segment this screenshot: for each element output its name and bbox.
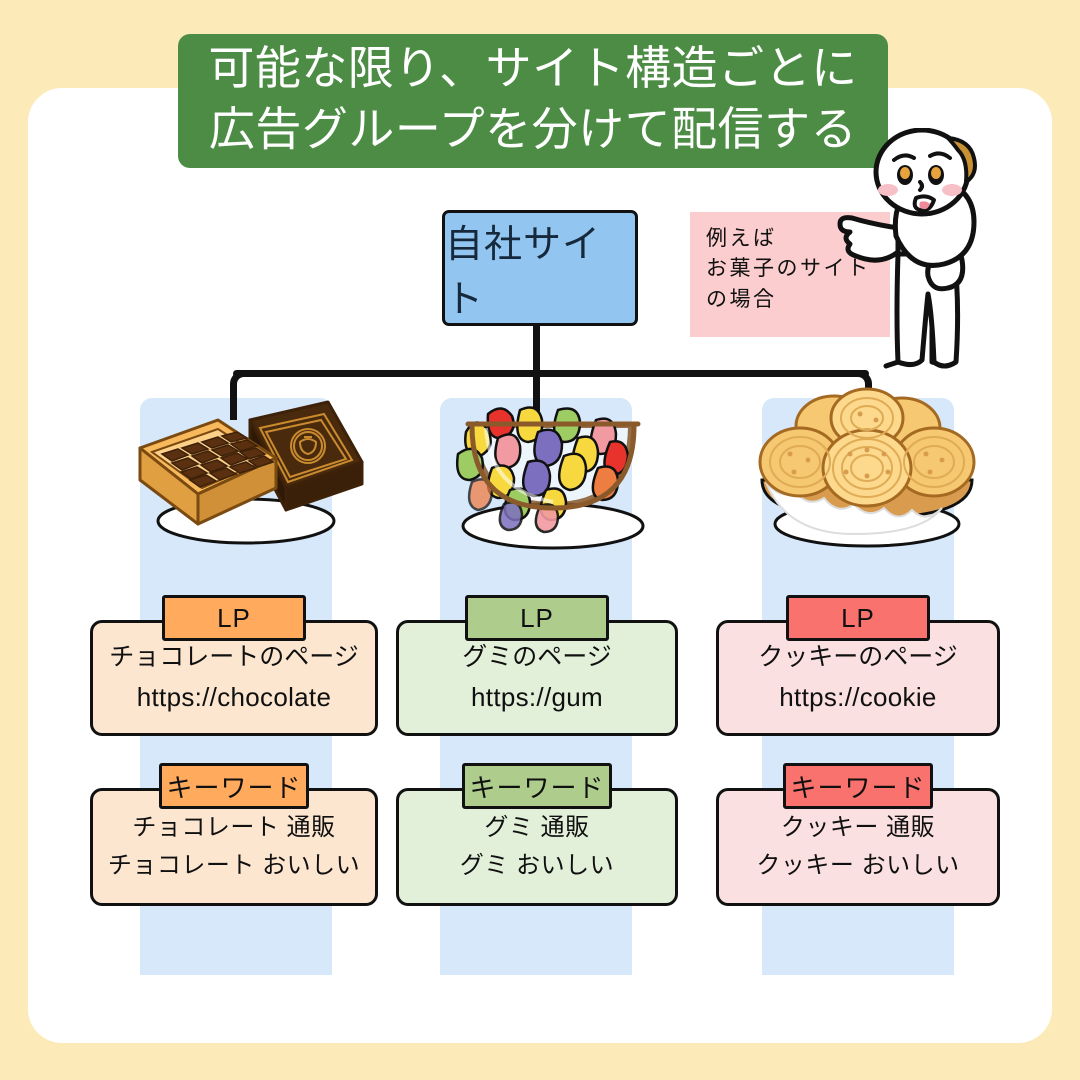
keyword-tab-label: キーワード (166, 772, 302, 803)
connector-branch-center (533, 370, 540, 418)
connector-vertical-top (533, 320, 540, 376)
title-line-1: 可能な限り、サイト構造ごとに (208, 42, 858, 95)
keyword-tab-label: キーワード (469, 772, 605, 803)
title-banner: 可能な限り、サイト構造ごとに 広告グループを分けて配信する (178, 34, 888, 168)
keyword-item: チョコレート 通販 (132, 813, 336, 841)
lp-url[interactable]: https://cookie (779, 682, 937, 713)
lp-url[interactable]: https://gum (471, 682, 603, 713)
keyword-tab-cookie: キーワード (783, 763, 933, 809)
connector-branch-left (230, 396, 237, 420)
site-root-label: 自社サイト (445, 224, 602, 321)
lp-url[interactable]: https://chocolate (136, 682, 332, 713)
connector-corner-left (230, 370, 264, 404)
lp-tab-label: LP (520, 602, 554, 633)
callout-line-1: 例えば (706, 227, 777, 250)
keyword-tab-chocolate: キーワード (159, 763, 309, 809)
lp-tab-label: LP (217, 602, 251, 633)
keyword-box-cookie: キーワード クッキー 通販 クッキー おいしい (716, 763, 1000, 906)
keyword-item: グミ 通販 (484, 813, 590, 841)
keyword-item: グミ おいしい (459, 852, 615, 879)
lp-box-cookie: LP クッキーのページ https://cookie (716, 595, 1000, 736)
keyword-box-chocolate: キーワード チョコレート 通販 チョコレート おいしい (90, 763, 378, 906)
lp-page-name: チョコレートのページ (109, 643, 359, 672)
keyword-item: クッキー 通販 (780, 813, 936, 841)
keyword-tab-label: キーワード (790, 772, 926, 803)
keyword-box-gummy: キーワード グミ 通販 グミ おいしい (396, 763, 678, 906)
keyword-item: クッキー おいしい (756, 852, 960, 879)
lp-tab-cookie: LP (786, 595, 930, 641)
connector-corner-right (838, 370, 872, 404)
callout-line-3: の場合 (706, 287, 777, 311)
lp-tab-label: LP (841, 602, 875, 633)
lp-box-gummy: LP グミのページ https://gum (396, 595, 678, 736)
lp-page-name: クッキーのページ (758, 643, 958, 672)
site-root-box: 自社サイト (442, 210, 638, 326)
gummy-bowl-illustration (456, 406, 645, 550)
pointing-character-icon (837, 128, 977, 369)
keyword-item: チョコレート おいしい (107, 852, 361, 879)
lp-page-name: グミのページ (462, 643, 612, 672)
connector-horizontal-bus (233, 370, 869, 377)
callout-line-2: お菓子のサイト (706, 257, 871, 281)
lp-box-chocolate: LP チョコレートのページ https://chocolate (90, 595, 378, 736)
cookie-plate-illustration (758, 387, 976, 548)
chocolate-box-illustration (138, 400, 364, 545)
lp-tab-chocolate: LP (162, 595, 306, 641)
lp-tab-gummy: LP (465, 595, 609, 641)
title-line-2: 広告グループを分けて配信する (208, 103, 858, 155)
keyword-tab-gummy: キーワード (462, 763, 612, 809)
